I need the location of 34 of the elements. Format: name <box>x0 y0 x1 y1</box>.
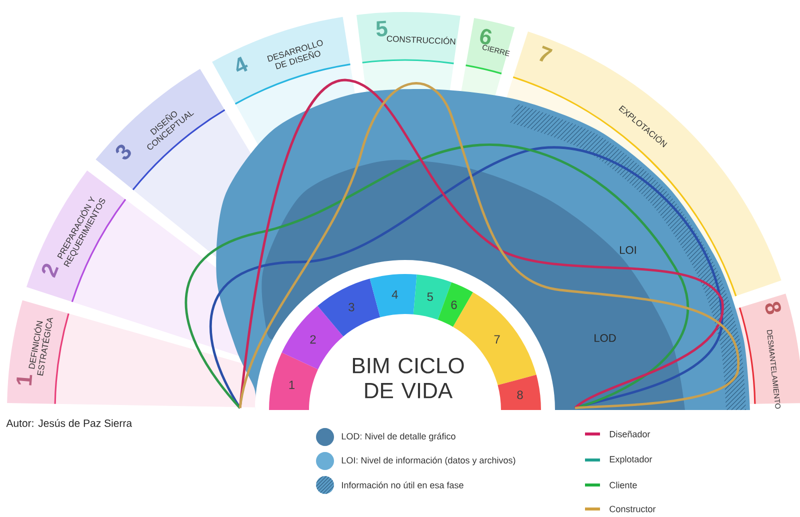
ring-segment: 2 <box>282 306 344 370</box>
phase-number: 1 <box>16 374 32 386</box>
phase-sector <box>26 170 126 302</box>
legend-text: Información no útil en esa fase <box>342 482 464 488</box>
phase-number: 7 <box>539 46 553 62</box>
phase-number: 8 <box>765 302 781 314</box>
phase-sector <box>738 294 800 409</box>
area-label: LOI <box>620 246 636 254</box>
legend-text: Constructor <box>610 506 656 512</box>
legend-text: Cliente <box>610 482 637 488</box>
ring-segment: 5 <box>413 274 452 320</box>
ring-segment: 8 <box>498 374 541 410</box>
author-credit: Autor: Jesús de Paz Sierra <box>6 419 132 427</box>
phase-sector <box>96 68 226 190</box>
phase-number: 4 <box>236 56 248 72</box>
legend-text: Diseñador <box>610 430 650 438</box>
phase-sector <box>356 12 460 64</box>
phase-number: 3 <box>116 144 131 160</box>
phase-number: 5 <box>376 20 388 36</box>
legend-text: LOI: Nivel de información (datos y archivos) <box>342 456 516 466</box>
phase-sector <box>212 16 350 105</box>
phase-sector <box>466 18 515 74</box>
ring-segment: 6 <box>438 282 473 327</box>
legend-text: LOD: Nivel de detalle gráfico <box>342 432 456 442</box>
ring-segment: 4 <box>370 274 417 318</box>
phase-sector <box>7 300 70 404</box>
ring-segment: 1 <box>269 352 318 410</box>
phase-label: CONSTRUCCIÓN <box>386 36 456 44</box>
legend-text: Explotador <box>610 456 652 464</box>
phase-sector <box>512 31 782 296</box>
area-label: LOD <box>594 334 616 342</box>
phase-number: 6 <box>480 28 492 44</box>
ring-segment: 3 <box>318 278 380 336</box>
phase-number: 2 <box>42 264 59 278</box>
